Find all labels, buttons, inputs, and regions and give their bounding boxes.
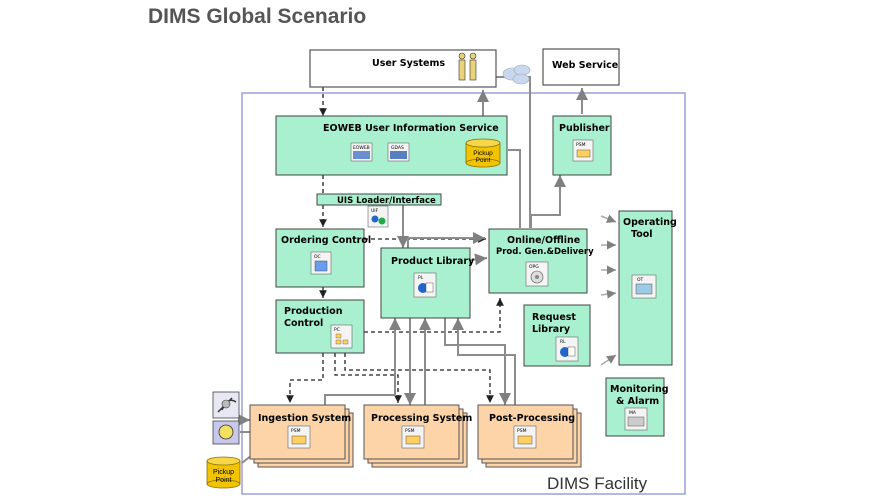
svg-text:OPG: OPG [529, 264, 539, 270]
ingestion-title: Ingestion System [258, 413, 351, 424]
ordering-control-box[interactable]: Ordering Control OC [275, 228, 371, 288]
ingestion-system-box[interactable]: Ingestion System PSM [249, 404, 354, 468]
svg-text:OT: OT [637, 277, 644, 283]
oc-icon: OC [310, 251, 332, 275]
conn-eoweb-online [508, 149, 521, 228]
svg-text:PSM: PSM [291, 428, 301, 434]
eoweb-title: EOWEB User Information Service [323, 123, 499, 134]
svg-text:RL: RL [560, 339, 566, 345]
rl-icon: RL [555, 336, 579, 362]
conn-production-processing [334, 353, 402, 403]
operating-tool-box[interactable]: Operating Tool OT [618, 210, 677, 366]
conn-postproc-pl [452, 318, 516, 405]
pickup-label-line2: Point [476, 157, 491, 164]
eoweb-app-icon: EOWEB [350, 142, 373, 162]
psm-icon-ingestion: PSM [287, 425, 311, 449]
conn-ingestion-pl [324, 318, 401, 405]
conn-production-postproc [344, 353, 494, 403]
svg-text:PL: PL [418, 275, 424, 281]
svg-text:MA: MA [629, 410, 637, 416]
operating-title-line1: Operating [623, 217, 677, 228]
pickup-point-eoweb[interactable]: Pickup Point [465, 138, 501, 168]
processing-title: Processing System [371, 413, 472, 424]
monitoring-alarm-box[interactable]: Monitoring & Alarm MA [605, 377, 669, 437]
request-title-line1: Request [532, 312, 576, 323]
pickup-bottom-line2: Point [216, 477, 232, 484]
opg-icon: OPG [525, 261, 549, 287]
processing-system-box[interactable]: Processing System PSM [363, 404, 472, 468]
network-cloud-icon [502, 64, 531, 85]
product-library-box[interactable]: Product Library PL [380, 247, 475, 319]
production-control-box[interactable]: Production Control PC [275, 299, 365, 354]
conn-pl-online [469, 253, 488, 266]
product-library-title: Product Library [391, 256, 475, 267]
conn-pl-postproc [444, 318, 511, 405]
uis-loader-box[interactable]: UIS Loader/Interface UIF [316, 193, 442, 228]
disk-drive-icon[interactable] [212, 420, 240, 445]
svg-text:PSM: PSM [576, 142, 586, 148]
production-title-line1: Production [284, 306, 343, 317]
post-processing-title: Post-Processing [489, 413, 575, 424]
user-systems-box[interactable]: User Systems [309, 49, 497, 88]
publisher-title: Publisher [559, 123, 610, 134]
web-service-box[interactable]: Web Service [542, 48, 620, 86]
online-title-line2: Prod. Gen.&Delivery [496, 247, 594, 257]
gdas-app-icon: GDAS [387, 142, 410, 162]
monitoring-title-line2: & Alarm [616, 396, 659, 407]
conn-production-ingestion [286, 353, 324, 403]
psm-icon-processing: PSM [401, 425, 425, 449]
uif-icon: UIF [367, 205, 389, 228]
online-title-line1: Online/Offline [507, 235, 580, 246]
pickup-label-line1: Pickup [473, 150, 493, 157]
psm-icon-postproc: PSM [513, 425, 537, 449]
svg-text:PC: PC [334, 327, 340, 333]
users-icon [458, 52, 477, 81]
svg-text:OC: OC [314, 254, 321, 260]
web-service-label: Web Service [552, 60, 618, 71]
svg-text:GDAS: GDAS [391, 145, 404, 151]
request-library-box[interactable]: Request Library RL [523, 304, 591, 367]
monitoring-title-line1: Monitoring [610, 384, 669, 395]
ma-icon: MA [624, 407, 648, 431]
dims-facility-frame [241, 92, 686, 495]
svg-text:EOWEB: EOWEB [353, 145, 370, 151]
pl-icon: PL [413, 272, 437, 298]
ordering-control-title: Ordering Control [281, 235, 371, 246]
operating-title-line2: Tool [631, 229, 653, 240]
online-offline-box[interactable]: Online/Offline Prod. Gen.&Delivery OPG [488, 228, 594, 294]
pickup-point-bottom[interactable]: Pickup Point [206, 456, 241, 489]
facility-label: DIMS Facility [547, 474, 648, 493]
pc-icon: PC [330, 324, 353, 349]
svg-text:UIF: UIF [371, 208, 379, 214]
user-systems-label: User Systems [372, 58, 445, 69]
conn-online-publisher [530, 175, 566, 228]
page-title: DIMS Global Scenario [148, 5, 366, 28]
uis-loader-title: UIS Loader/Interface [337, 196, 436, 206]
production-title-line2: Control [284, 318, 323, 329]
psm-icon: PSM [572, 139, 594, 162]
publisher-box[interactable]: Publisher PSM [552, 115, 612, 176]
svg-text:PSM: PSM [405, 428, 415, 434]
ot-icon: OT [631, 274, 657, 299]
pickup-bottom-line1: Pickup [213, 469, 234, 476]
satellite-dish-icon[interactable] [212, 391, 240, 419]
svg-text:PSM: PSM [517, 428, 527, 434]
connections [238, 70, 617, 464]
post-processing-box[interactable]: Post-Processing PSM [477, 404, 582, 468]
request-title-line2: Library [532, 324, 571, 335]
